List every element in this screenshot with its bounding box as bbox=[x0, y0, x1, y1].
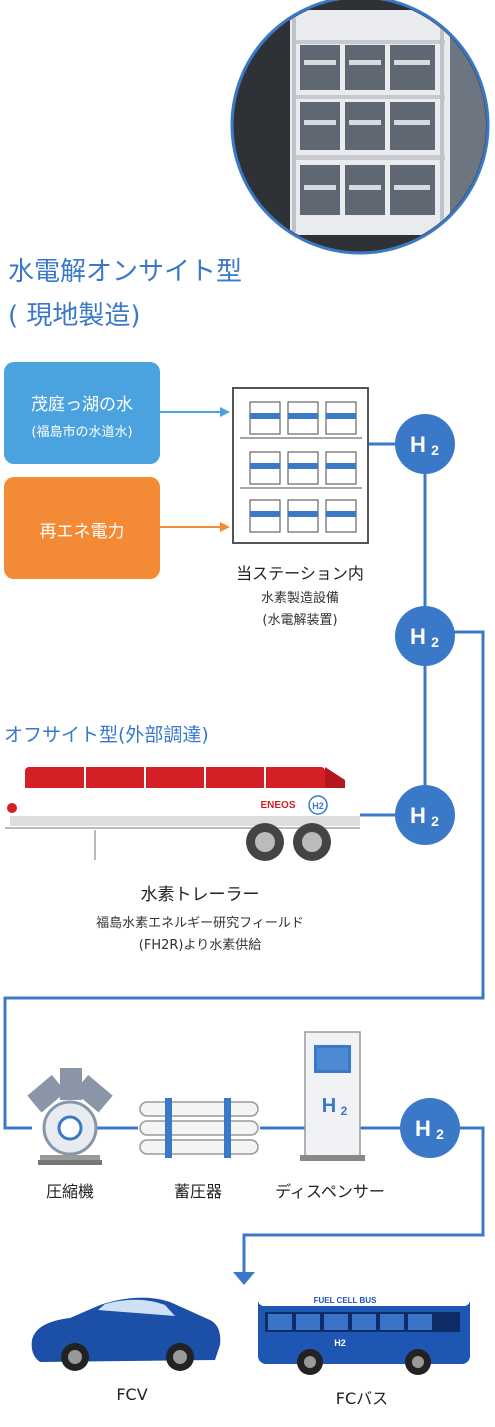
compressor-label: 圧縮機 bbox=[45, 1182, 94, 1201]
svg-text:H: H bbox=[322, 1095, 336, 1117]
water-source-box: 茂庭っ湖の水 (福島市の水道水) bbox=[4, 362, 160, 464]
power-source-box: 再エネ電力 bbox=[4, 477, 160, 579]
dispenser-icon: H 2 bbox=[300, 1031, 365, 1161]
svg-text:2: 2 bbox=[431, 813, 439, 829]
water-arrow-icon bbox=[160, 407, 230, 417]
power-source-label: 再エネ電力 bbox=[39, 522, 125, 542]
accumulator-label: 蓄圧器 bbox=[173, 1182, 222, 1201]
station-label: 当ステーション内 bbox=[236, 564, 364, 583]
electrolyzer-photo bbox=[230, 0, 490, 255]
onsite-title-line2: ( 現地製造) bbox=[8, 301, 141, 331]
fc-bus-icon: FUEL CELL BUS H2 bbox=[258, 1292, 470, 1375]
svg-text:ENEOS: ENEOS bbox=[260, 800, 295, 811]
svg-text:2: 2 bbox=[431, 442, 439, 458]
h2-badge: H 2 bbox=[395, 785, 455, 845]
trailer-sub1: 福島水素エネルギー研究フィールド bbox=[96, 916, 304, 931]
h2-badge: H 2 bbox=[400, 1098, 460, 1158]
onsite-title: 水電解オンサイト型 ( 現地製造) bbox=[8, 255, 242, 333]
station-label-group: 当ステーション内 水素製造設備 (水電解装置) bbox=[200, 560, 400, 632]
trailer-sub2: (FH2R)より水素供給 bbox=[138, 938, 262, 953]
dispenser-label: ディスペンサー bbox=[275, 1182, 385, 1201]
svg-text:H: H bbox=[410, 624, 426, 649]
svg-text:H: H bbox=[410, 803, 426, 828]
svg-text:H: H bbox=[410, 432, 426, 457]
accumulator-icon bbox=[139, 1098, 259, 1158]
svg-text:H2: H2 bbox=[334, 1338, 346, 1348]
down-arrow-icon bbox=[233, 1272, 255, 1285]
hydrogen-trailer-icon: ENEOS H2 bbox=[5, 767, 360, 861]
trailer-label: 水素トレーラー bbox=[140, 885, 260, 905]
trailer-label-group: 水素トレーラー 福島水素エネルギー研究フィールド (FH2R)より水素供給 bbox=[40, 880, 360, 957]
station-sub1: 水素製造設備 bbox=[260, 591, 339, 606]
h2-badge: H 2 bbox=[395, 606, 455, 666]
svg-text:2: 2 bbox=[341, 1104, 348, 1118]
water-source-label: 茂庭っ湖の水 bbox=[31, 395, 133, 415]
flow-lines bbox=[3, 442, 485, 1272]
offsite-title: オフサイト型(外部調達) bbox=[4, 724, 209, 746]
svg-text:H2: H2 bbox=[312, 801, 324, 811]
electrolyzer-icon bbox=[232, 387, 369, 544]
compressor-icon bbox=[27, 1068, 113, 1165]
svg-text:H: H bbox=[415, 1116, 431, 1141]
h2-badge: H 2 bbox=[395, 414, 455, 474]
station-sub2: (水電解装置) bbox=[262, 613, 338, 628]
svg-text:2: 2 bbox=[436, 1126, 444, 1142]
svg-text:FUEL CELL BUS: FUEL CELL BUS bbox=[314, 1296, 377, 1305]
fc-bus-label: FCバス bbox=[335, 1389, 389, 1408]
water-source-sub: (福島市の水道水) bbox=[31, 425, 133, 440]
svg-text:2: 2 bbox=[431, 634, 439, 650]
fcv-car-icon bbox=[31, 1297, 221, 1371]
power-arrow-icon bbox=[160, 522, 230, 532]
fcv-label: FCV bbox=[116, 1385, 148, 1404]
onsite-title-line1: 水電解オンサイト型 bbox=[8, 257, 243, 287]
